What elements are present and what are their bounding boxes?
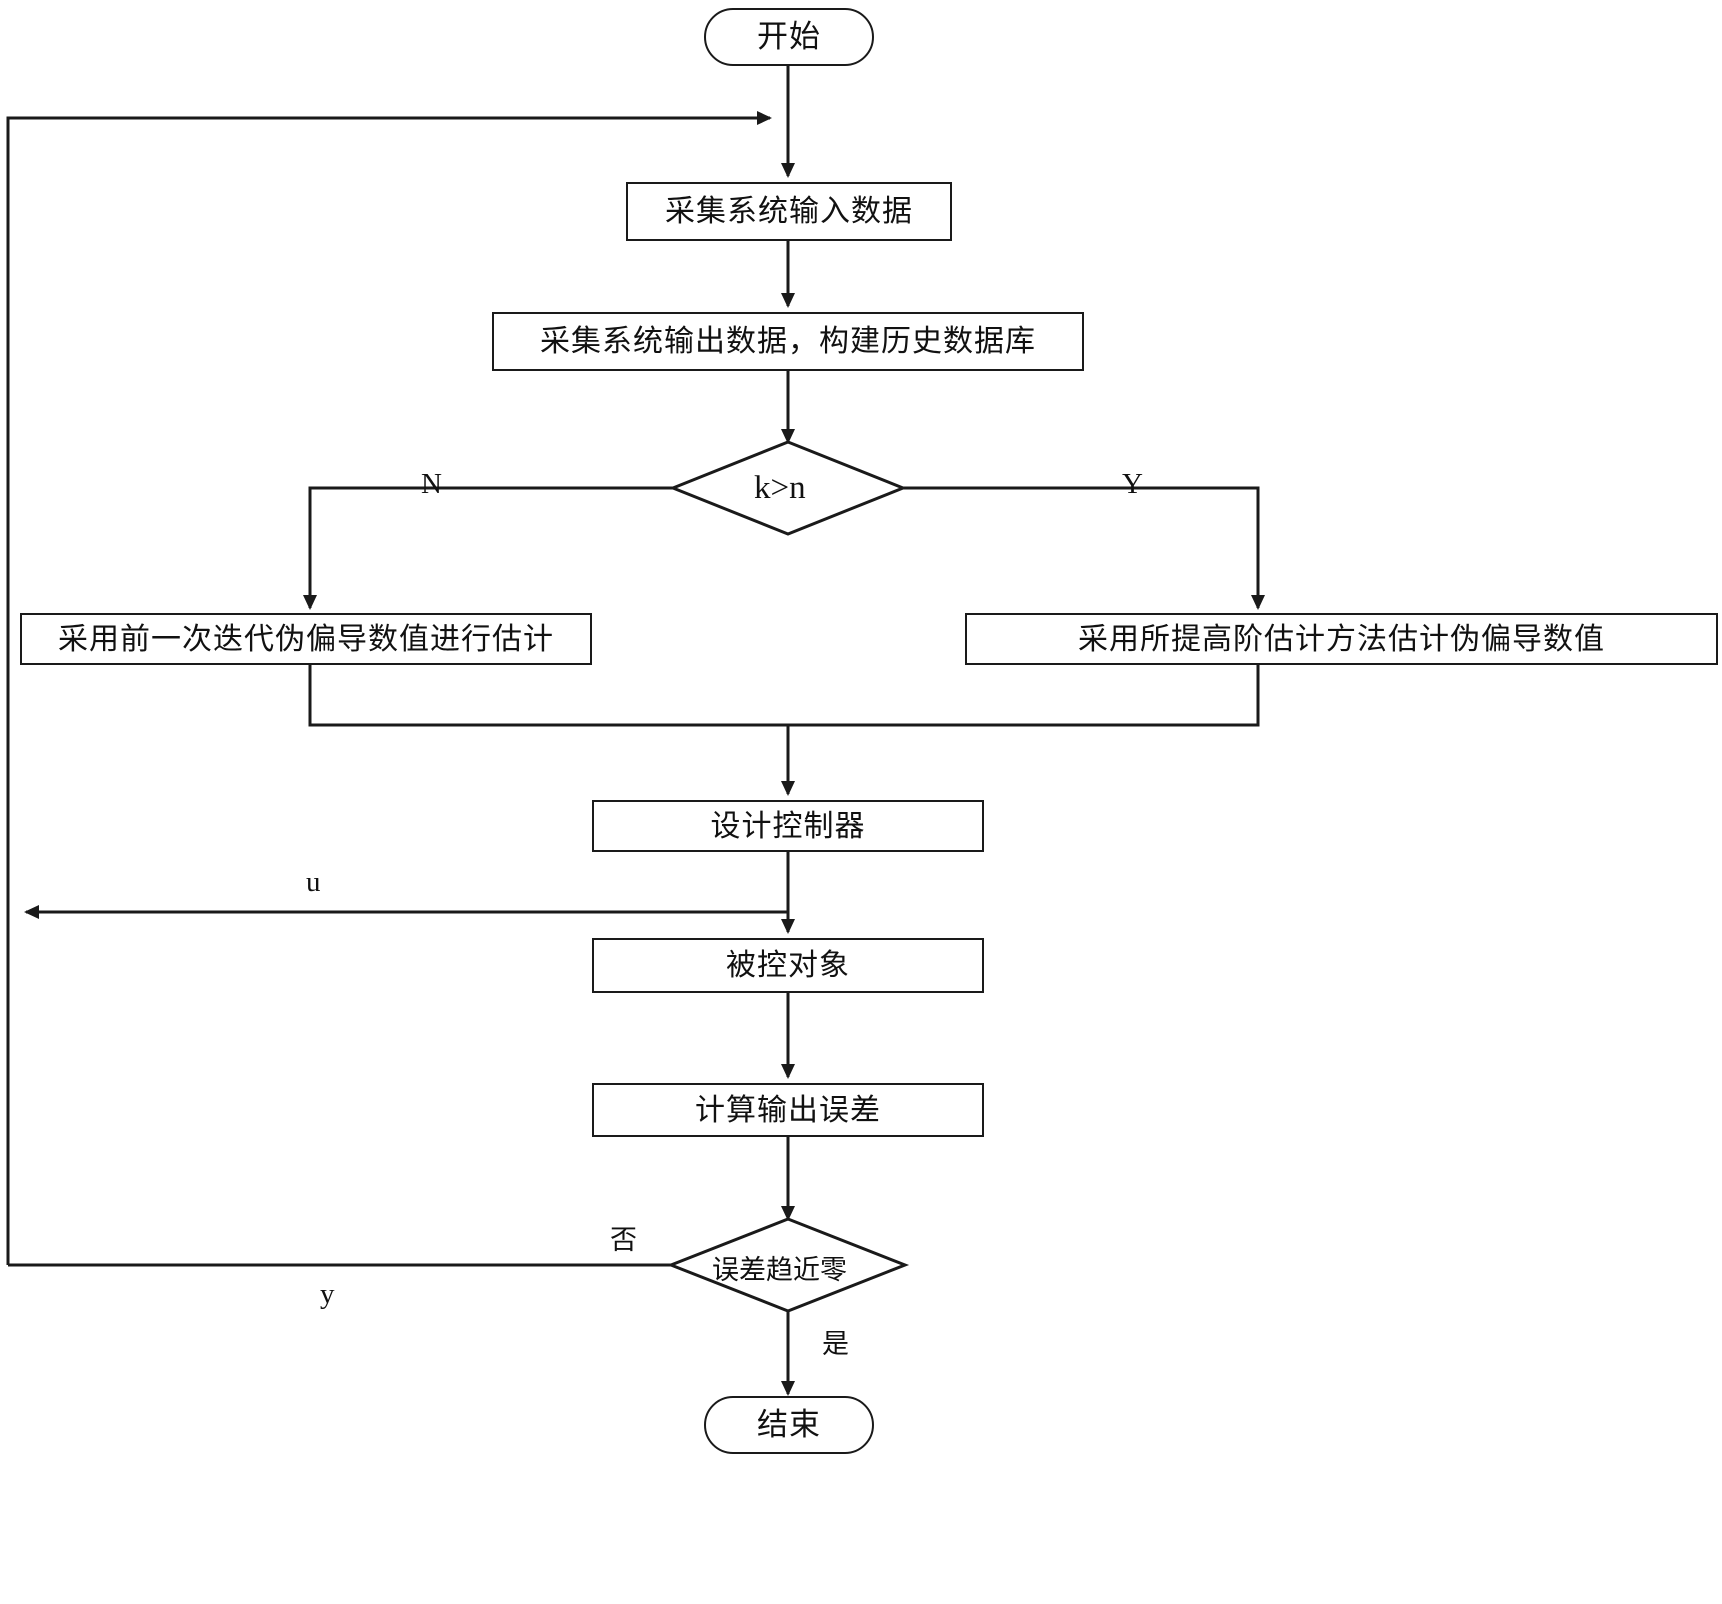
edge-kn-yes-branch xyxy=(903,486,1265,610)
edge-label-kn-yes: Y xyxy=(1122,468,1143,500)
node-collect-input-label: 采集系统输入数据 xyxy=(665,195,913,228)
node-decision-kn-label: k>n xyxy=(754,470,806,506)
node-decision-error-label: 误差趋近零 xyxy=(712,1255,847,1285)
edge-label-error-no: 否 xyxy=(610,1225,637,1255)
edge-label-kn-no: N xyxy=(421,468,442,500)
edge-feedback-loop-top xyxy=(6,111,772,1265)
edge-label-error-feedback-y: y xyxy=(320,1278,335,1310)
node-prev-iter-label: 采用前一次迭代伪偏导数值进行估计 xyxy=(58,622,554,656)
edge-branch-merge xyxy=(308,662,1260,727)
node-design-controller[interactable]: 设计控制器 xyxy=(592,800,984,852)
node-plant-label: 被控对象 xyxy=(726,949,850,982)
node-high-order-label: 采用所提高阶估计方法估计伪偏导数值 xyxy=(1078,622,1605,656)
node-plant[interactable]: 被控对象 xyxy=(592,938,984,993)
node-collect-output-label: 采集系统输出数据，构建历史数据库 xyxy=(540,325,1036,358)
node-high-order[interactable]: 采用所提高阶估计方法估计伪偏导数值 xyxy=(965,613,1718,665)
node-compute-error-label: 计算输出误差 xyxy=(695,1093,881,1127)
node-start[interactable]: 开始 xyxy=(704,8,874,66)
node-end[interactable]: 结束 xyxy=(704,1396,874,1454)
shape-decision-kn xyxy=(668,440,908,536)
node-collect-output[interactable]: 采集系统输出数据，构建历史数据库 xyxy=(492,312,1084,371)
edge-label-error-yes: 是 xyxy=(822,1329,849,1359)
node-compute-error[interactable]: 计算输出误差 xyxy=(592,1083,984,1137)
node-collect-input[interactable]: 采集系统输入数据 xyxy=(626,182,952,241)
edge-kn-no-branch xyxy=(303,486,673,610)
node-design-controller-label: 设计控制器 xyxy=(710,809,866,843)
node-end-label: 结束 xyxy=(757,1406,821,1442)
node-prev-iter[interactable]: 采用前一次迭代伪偏导数值进行估计 xyxy=(20,613,592,665)
edge-label-control-signal-u: u xyxy=(306,866,321,898)
node-start-label: 开始 xyxy=(757,18,821,54)
